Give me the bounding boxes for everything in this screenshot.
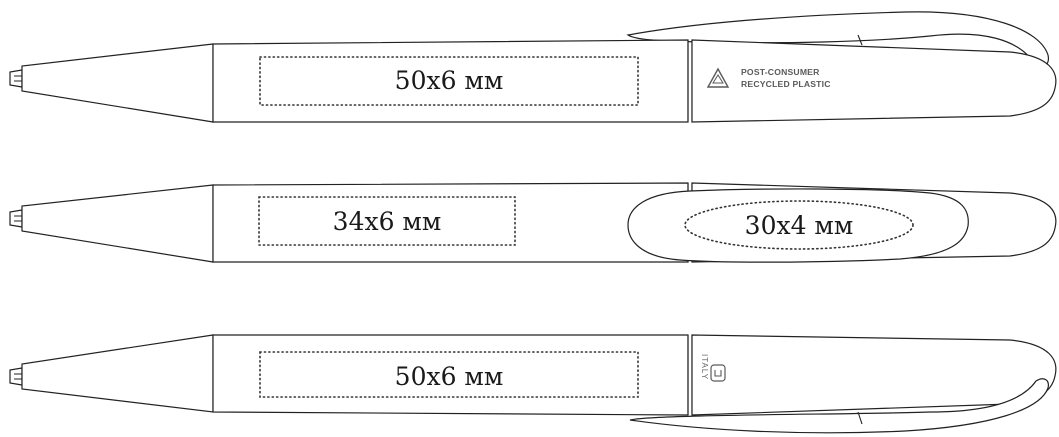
pen-1-back <box>691 39 1057 123</box>
pen-2-barrel <box>212 182 689 263</box>
pen-2-clip <box>627 188 969 263</box>
recycle-triangle-icon <box>706 67 730 88</box>
pen-3-nose <box>21 334 214 413</box>
pen-1: 50x6 мм POST-CONSUMER RECYCLED PLASTIC <box>9 11 1057 123</box>
pen-2-print-area-label: 34x6 мм <box>333 207 442 236</box>
pen-2: 34x6 мм 30x4 мм <box>9 182 1057 263</box>
pen-1-nose <box>21 43 214 123</box>
pen-2-clip-print-area <box>684 200 914 250</box>
pen-1-print-area-label: 50x6 мм <box>395 66 504 95</box>
pen-3-print-area-label: 50x6 мм <box>395 362 504 391</box>
pen-3-print-area <box>259 351 639 398</box>
pen-1-logo-line1: POST-CONSUMER <box>741 67 820 77</box>
pen-3: 50x6 мм ITALY <box>9 334 1057 434</box>
pen-2-clip-print-area-label: 30x4 мм <box>745 211 854 240</box>
pen-1-print-area <box>259 56 639 106</box>
pen-3-italy-text: ITALY <box>700 354 709 380</box>
pen-2-tip <box>9 209 23 228</box>
pen-2-nose <box>21 184 214 263</box>
pen-3-clip <box>629 378 1049 434</box>
pen-1-tip <box>9 69 23 88</box>
pen-3-tip <box>9 367 23 386</box>
italy-mark-icon <box>710 364 726 382</box>
pen-1-logo-line2: RECYCLED PLASTIC <box>741 79 831 89</box>
pen-2-print-area <box>258 196 516 246</box>
